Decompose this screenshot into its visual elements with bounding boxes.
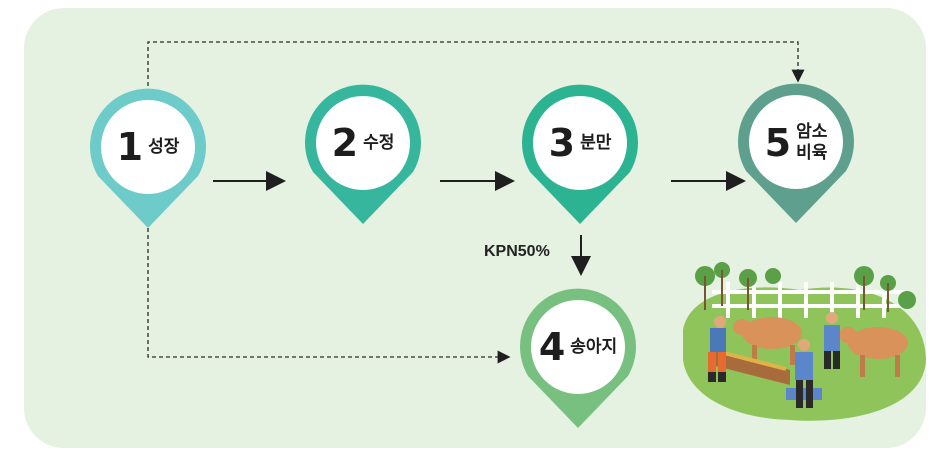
stage-cow-rearing-line1: 암소: [796, 122, 828, 142]
stage-cow-rearing-number: 5: [764, 121, 791, 165]
stage-cow-rearing-line2: 비육: [796, 143, 828, 163]
stage-cow-rearing-text: 암소 비육: [796, 122, 827, 164]
stage-calf-number: 4: [538, 325, 565, 369]
dashed-arrow-growth-to-rearing: [147, 41, 805, 86]
stage-growth-number: 1: [116, 125, 143, 169]
pin-growth: [90, 88, 206, 228]
stage-breeding-text: 수정: [363, 133, 395, 153]
pin-breeding: [305, 84, 421, 224]
stage-growth-label: 1 성장: [101, 120, 195, 174]
edge-label-kpn: KPN50%: [484, 243, 550, 260]
stage-calving-number: 3: [548, 121, 575, 165]
stage-growth-text: 성장: [148, 137, 180, 157]
stage-calving-label: 3 분만: [533, 116, 627, 170]
stage-breeding-number: 2: [331, 121, 358, 165]
stage-calf-label: 4 송아지: [531, 320, 625, 374]
pin-calving: [522, 84, 638, 224]
stage-breeding-label: 2 수정: [316, 116, 410, 170]
pin-cow-rearing: [738, 83, 855, 223]
farm-illustration: [683, 262, 926, 421]
stage-calf-text: 송아지: [570, 337, 618, 357]
stage-cow-rearing-label: 5 암소 비육: [749, 115, 843, 171]
pin-calf: [520, 288, 636, 428]
stage-calving-text: 분만: [580, 133, 612, 153]
dashed-arrow-growth-to-calf: [147, 228, 511, 364]
